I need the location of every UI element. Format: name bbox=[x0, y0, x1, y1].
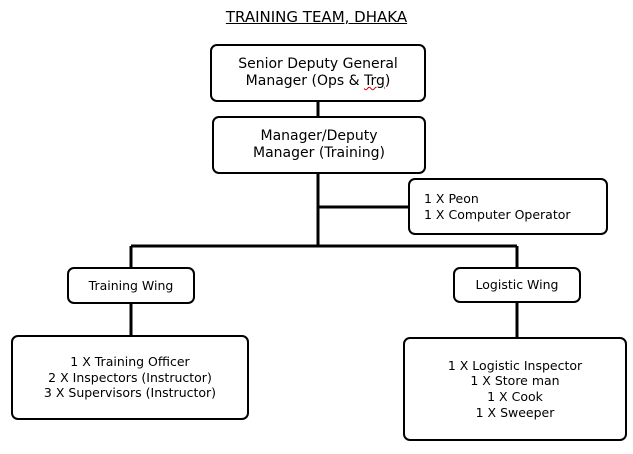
node-senior-deputy-general-manager: Senior Deputy General Manager (Ops & Trg… bbox=[210, 44, 426, 102]
node-sdgm-line-2-suffix: ) bbox=[384, 73, 391, 89]
node-training-staff-line-3: 3 X Supervisors (Instructor) bbox=[43, 385, 217, 401]
node-logistic-staff-line-4: 1 X Sweeper bbox=[475, 404, 555, 420]
node-sdgm-line-2: Manager (Ops & Trg) bbox=[246, 73, 391, 91]
node-training-staff: 1 X Training Officer 2 X Inspectors (Ins… bbox=[11, 335, 249, 420]
node-sdgm-line-1: Senior Deputy General bbox=[238, 55, 398, 72]
node-training-staff-line-1: 1 X Training Officer bbox=[70, 354, 190, 370]
node-sdgm-trg-word: Trg bbox=[363, 73, 385, 89]
node-office-staff-line-2: 1 X Computer Operator bbox=[424, 206, 571, 222]
node-training-staff-line-2: 2 X Inspectors (Instructor) bbox=[48, 369, 212, 385]
node-logistic-staff-line-2: 1 X Store man bbox=[470, 373, 560, 389]
node-office-staff-line-1: 1 X Peon bbox=[424, 190, 479, 206]
node-logistic-wing-label: Logistic Wing bbox=[475, 277, 559, 293]
node-logistic-staff: 1 X Logistic Inspector 1 X Store man 1 X… bbox=[403, 337, 627, 441]
node-training-wing-label: Training Wing bbox=[88, 277, 174, 293]
node-training-wing: Training Wing bbox=[67, 267, 195, 304]
node-manager-line-2: Manager (Training) bbox=[253, 145, 385, 161]
node-sdgm-line-2-prefix: Manager (Ops & bbox=[245, 73, 364, 89]
node-logistic-staff-line-3: 1 X Cook bbox=[487, 389, 543, 404]
node-manager-training: Manager/Deputy Manager (Training) bbox=[212, 116, 426, 174]
node-manager-line-1: Manager/Deputy bbox=[260, 127, 378, 144]
node-logistic-staff-line-1: 1 X Logistic Inspector bbox=[447, 357, 583, 373]
node-office-staff: 1 X Peon 1 X Computer Operator bbox=[408, 178, 608, 235]
chart-title: TRAINING TEAM, DHAKA bbox=[225, 8, 408, 26]
node-logistic-wing: Logistic Wing bbox=[453, 267, 581, 303]
